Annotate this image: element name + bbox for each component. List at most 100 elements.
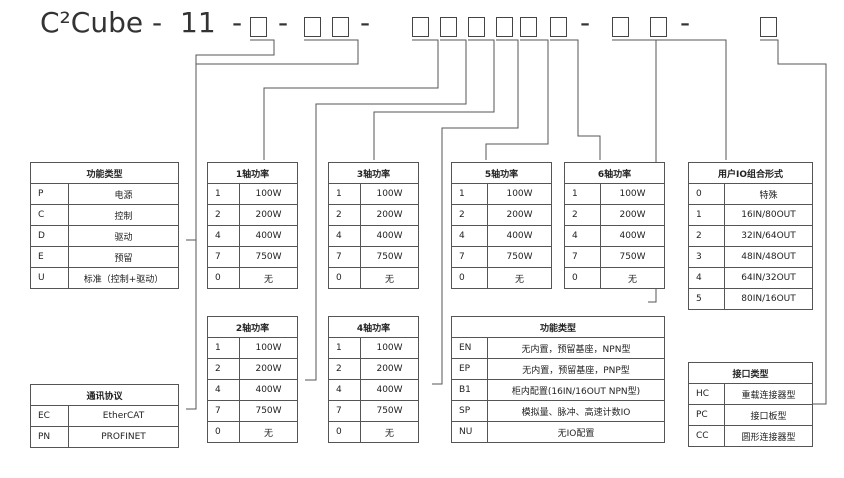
- connector-interface-type: [760, 39, 827, 405]
- table-title: 功能类型: [29, 162, 180, 184]
- table-title: 2轴功率: [206, 316, 299, 338]
- dash: -: [360, 6, 371, 39]
- axis1-power-slot: [412, 17, 429, 37]
- dash: -: [580, 6, 591, 39]
- table-title: 1轴功率: [206, 162, 299, 184]
- dash: -: [152, 6, 163, 39]
- axis4-power-slot: [496, 17, 513, 37]
- table-title: 5轴功率: [450, 162, 553, 184]
- comm-protocol-slot-2: [332, 17, 349, 37]
- connector-user-io: [652, 39, 727, 160]
- function-type-slot: [250, 17, 267, 37]
- user-io-slot: [650, 17, 667, 37]
- axis2-power-slot: [440, 17, 457, 37]
- connector-function-type: [186, 39, 275, 241]
- connector-axis1-power: [263, 39, 439, 160]
- connector-axis2-power: [305, 39, 467, 381]
- table-title: 接口类型: [687, 362, 814, 384]
- connector-axis4-power: [432, 39, 519, 385]
- table-title: 功能类型: [450, 316, 666, 338]
- model-prefix: C²Cube: [40, 6, 144, 39]
- axis5-power-slot: [520, 17, 537, 37]
- table-title: 3轴功率: [327, 162, 420, 184]
- axis3-power-slot: [468, 17, 485, 37]
- table-title: 用户IO组合形式: [688, 162, 813, 184]
- connector-axis6-power: [550, 39, 601, 160]
- table-title: 4轴功率: [327, 316, 420, 338]
- comm-protocol-slot-1: [304, 17, 321, 37]
- connector-axis5-power: [485, 39, 549, 160]
- connector-comm-protocol: [186, 39, 359, 410]
- dash: -: [232, 6, 243, 39]
- model-number: 11: [180, 6, 216, 39]
- connector-axis3-power: [373, 39, 495, 160]
- table-title: 通讯协议: [29, 384, 180, 406]
- dash: -: [278, 6, 289, 39]
- dash: -: [680, 6, 691, 39]
